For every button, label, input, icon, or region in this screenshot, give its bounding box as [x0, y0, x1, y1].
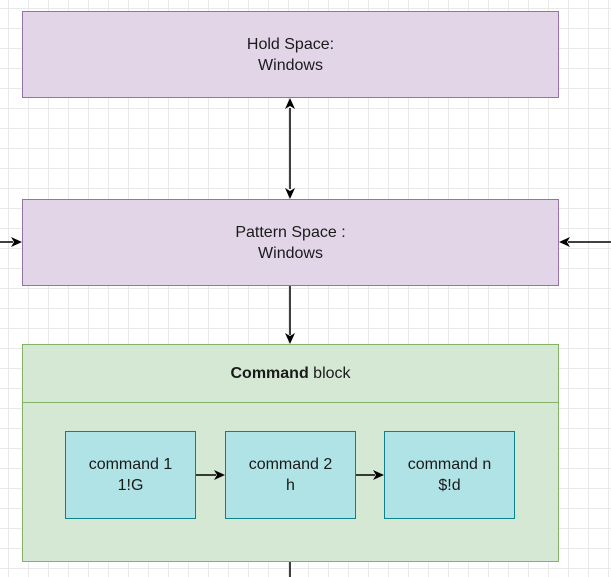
command-2-name: command 2: [248, 456, 333, 473]
hold-space-label: Hold Space:: [246, 35, 335, 53]
command-2-code: h: [286, 477, 295, 494]
hold-space-box[interactable]: Hold Space: Windows: [22, 11, 559, 98]
command-n-name: command n: [407, 456, 492, 473]
arrowhead-down: [285, 188, 295, 199]
command-1-code: 1!G: [117, 477, 144, 494]
command-block-title-bold: Command: [230, 364, 309, 382]
command-n-code: $!d: [438, 477, 461, 494]
right-input-arrowhead: [559, 237, 570, 247]
pattern-space-label: Pattern Space :: [235, 223, 346, 241]
pattern-space-box[interactable]: Pattern Space : Windows: [22, 199, 559, 286]
pattern-command-arrowhead: [285, 333, 295, 344]
command-1-name: command 1: [88, 456, 173, 473]
command-1-box[interactable]: command 1 1!G: [65, 431, 196, 519]
hold-space-value: Windows: [258, 56, 323, 74]
left-input-arrowhead: [11, 237, 22, 247]
pattern-space-value: Windows: [258, 244, 323, 262]
arrowhead-up: [285, 98, 295, 109]
command-n-box[interactable]: command n $!d: [384, 431, 515, 519]
command-2-box[interactable]: command 2 h: [225, 431, 356, 519]
command-block-title-rest: block: [308, 364, 351, 382]
command-block-header: Command block: [23, 345, 558, 403]
